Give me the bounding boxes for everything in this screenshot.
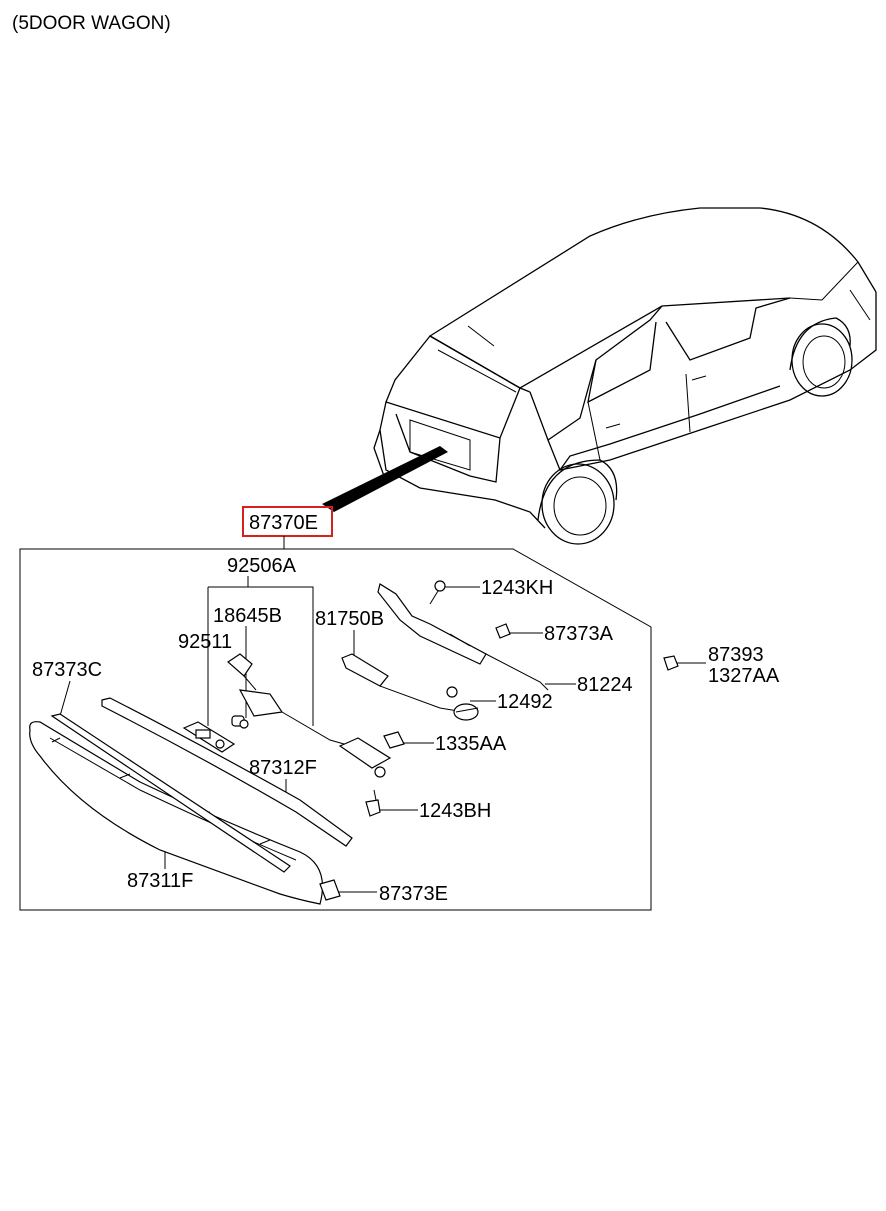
part-1243KH-label[interactable]: 1243KH (481, 577, 553, 599)
part-92511-label[interactable]: 92511 (178, 631, 232, 653)
bulb-18645B (231, 715, 249, 729)
part-81224-label[interactable]: 81224 (577, 674, 633, 696)
nut-1335AA (383, 731, 405, 749)
lamp-92511 (182, 721, 236, 753)
tape-87373E (319, 879, 341, 901)
part-87373E-label[interactable]: 87373E (379, 883, 448, 905)
rod-81224 (377, 583, 549, 698)
screw-1243KH (429, 580, 446, 605)
screw-1243BH (365, 789, 381, 817)
clip-87373A (495, 623, 511, 639)
socket-92506A (227, 653, 373, 753)
part-87370E-label[interactable]: 87370E (249, 512, 318, 534)
part-92506A-label[interactable]: 92506A (227, 555, 297, 577)
part-87312F-label[interactable]: 87312F (249, 757, 317, 779)
diagram-title: (5DOOR WAGON) (12, 13, 171, 34)
part-1243BH-label[interactable]: 1243BH (419, 800, 491, 822)
garnish-87311F (29, 721, 324, 905)
part-1335AA-label[interactable]: 1335AA (435, 733, 507, 755)
part-81750B-label[interactable]: 81750B (315, 608, 384, 630)
pointer-wedge (322, 446, 448, 512)
leader-lines (59, 576, 706, 893)
tape-87373C (50, 713, 291, 873)
main-part-highlight (242, 506, 333, 537)
part-87311F-label[interactable]: 87311F (127, 870, 193, 892)
part-87373A-label[interactable]: 87373A (544, 623, 614, 645)
part-87373C-label[interactable]: 87373C (32, 659, 102, 681)
part-18645B-label[interactable]: 18645B (213, 605, 282, 627)
nut-87393 (663, 655, 679, 671)
part-87393-label[interactable]: 87393 (708, 644, 764, 666)
strip-87312F (101, 697, 353, 847)
connector-12492 (453, 703, 479, 721)
car-illustration (373, 207, 877, 545)
assembly-frame (19, 548, 652, 911)
part-1327AA-label[interactable]: 1327AA (708, 665, 780, 687)
handle-81750B (338, 653, 465, 778)
part-12492-label[interactable]: 12492 (497, 691, 553, 713)
